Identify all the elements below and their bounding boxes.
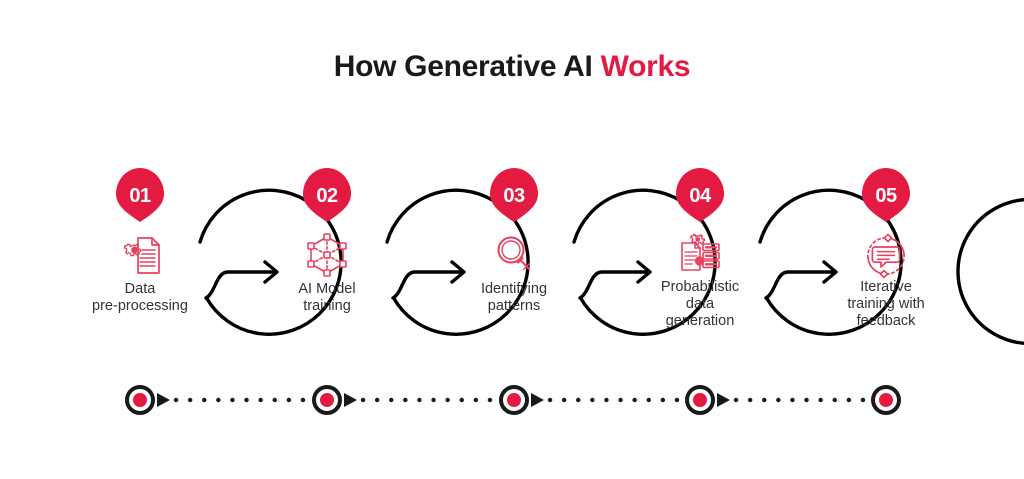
connector-3-4 [578,260,652,300]
step-circle-1[interactable] [198,188,343,336]
timeline-arrow-2 [344,393,357,407]
step-badge-3[interactable]: 03 [490,168,538,222]
connector-group [204,260,838,300]
step-badge-2[interactable]: 02 [303,168,351,222]
step-circle-group [198,188,1024,345]
step-badge-3-number: 03 [503,185,525,207]
timeline-node-4[interactable] [685,385,715,415]
connector-1-2 [204,260,279,300]
connector-4-5 [764,260,838,300]
step-badge-5[interactable]: 05 [862,168,910,222]
step-circle-5[interactable] [956,198,1024,345]
document-server-gear-icon [681,233,720,271]
feedback-loop-icon [867,233,905,279]
step-badge-1-number: 01 [129,185,151,207]
network-cube-icon [307,233,347,277]
timeline [125,385,901,415]
timeline-node-5[interactable] [871,385,901,415]
step-badge-1[interactable]: 01 [116,168,164,222]
page-title-accent: Works [600,50,691,83]
step-badge-4[interactable]: 04 [676,168,724,222]
step-badge-group: 01 02 03 04 05 [116,168,910,222]
timeline-arrow-4 [717,393,730,407]
timeline-node-3[interactable] [499,385,529,415]
timeline-arrow-3 [531,393,544,407]
step-circle-3[interactable] [572,188,717,336]
connector-2-3 [391,260,466,300]
timeline-arrow-group [157,393,730,407]
page-title-plain: How Generative AI [333,50,601,83]
timeline-node-2[interactable] [312,385,342,415]
step-circle-4[interactable] [758,188,903,336]
timeline-arrow-1 [157,393,170,407]
step-circle-2[interactable] [385,188,530,336]
magnifier-icon [497,236,531,271]
document-gear-icon [123,237,160,274]
timeline-node-1[interactable] [125,385,155,415]
step-badge-2-number: 02 [316,185,338,207]
step-badge-4-number: 04 [689,185,712,207]
timeline-node-group [125,385,901,415]
step-badge-5-number: 05 [875,185,897,207]
page-title: How Generative AI Works [0,50,1024,84]
